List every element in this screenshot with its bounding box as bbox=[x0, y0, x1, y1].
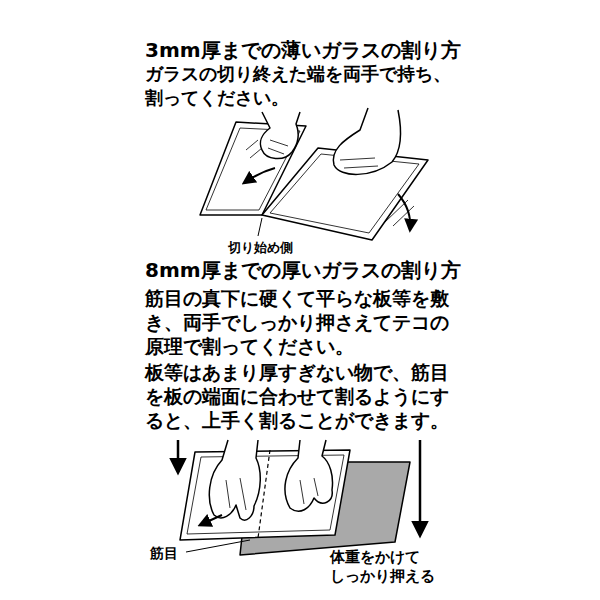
section-heading: 3mm厚までの薄いガラスの割り方 bbox=[145, 38, 461, 62]
thin-glass-figure bbox=[200, 108, 428, 240]
instruction-text: ガラスの切り終えた端を両手で持ち、 割ってください。 bbox=[145, 62, 462, 110]
instruction-text: 筋目の真下に硬くて平らな板等を敷 き、両手でしっかり押さえてテコの 原理で割って… bbox=[145, 286, 460, 358]
thick-glass-figure bbox=[178, 440, 420, 555]
callout-label: 切り始め側 bbox=[228, 240, 293, 256]
section-heading: 8mm厚までの厚いガラスの割り方 bbox=[145, 258, 461, 282]
callout-label: 体重をかけて しっかり押える bbox=[330, 548, 429, 586]
callout-label: 筋目 bbox=[150, 544, 178, 562]
instruction-text: 板等はあまり厚すぎない物で、筋目 を板の端面に合わせて割るようにす ると、上手く… bbox=[145, 360, 460, 432]
